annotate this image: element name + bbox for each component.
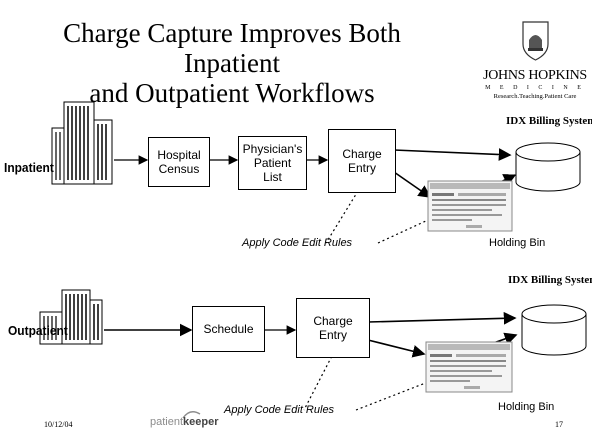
slide-title: Charge Capture Improves Both Inpatient a…	[22, 18, 442, 108]
inpatient-idx-billing-drum	[515, 142, 581, 192]
footer-date: 10/12/04	[44, 420, 73, 429]
logo-medicine: M E D I C I N E	[485, 85, 585, 91]
physicians-patient-list-box: Physician's Patient List	[238, 136, 307, 190]
inpatient-holding-bin-label: Holding Bin	[489, 237, 546, 249]
patientkeeper-logo-prefix: patient	[150, 416, 184, 428]
inpatient-hospital-building-icon	[51, 101, 113, 185]
patientkeeper-logo-suffix: keeper	[183, 416, 219, 428]
slide-title-line-3: and Outpatient Workflows	[89, 78, 375, 108]
outpatient-apply-code-edit-rules: Apply Code Edit Rules	[224, 404, 335, 416]
logo-tagline: Research.Teaching.Patient Care	[493, 93, 577, 100]
outpatient-idx-billing-label: IDX Billing System	[508, 274, 592, 286]
patientkeeper-logo-swoosh-icon	[182, 411, 201, 419]
outpatient-hospital-building-icon	[39, 289, 103, 345]
outpatient-holding-bin-label: Holding Bin	[498, 401, 555, 413]
schedule-box: Schedule	[192, 306, 265, 352]
inpatient-holding-bin-screenshot	[427, 180, 513, 232]
logo-name: JOHNS HOPKINS	[483, 68, 587, 83]
johns-hopkins-logo: JOHNS HOPKINS M E D I C I N E Research.T…	[480, 18, 590, 100]
outpatient-idx-billing-drum	[521, 304, 587, 356]
outpatient-charge-entry-box: Charge Entry	[296, 298, 370, 358]
slide-title-line-2: Inpatient	[184, 48, 280, 78]
footer-page-number: 17	[555, 420, 563, 429]
inpatient-label: Inpatient	[4, 160, 54, 175]
outpatient-label: Outpatient	[8, 323, 68, 338]
inpatient-apply-code-edit-rules: Apply Code Edit Rules	[242, 237, 353, 249]
johns-hopkins-shield-icon	[522, 21, 549, 61]
hospital-census-box: Hospital Census	[148, 137, 210, 187]
patientkeeper-logo: patientkeeper	[150, 416, 219, 428]
outpatient-holding-bin-screenshot	[425, 341, 513, 393]
inpatient-charge-entry-box: Charge Entry	[328, 129, 396, 193]
inpatient-idx-billing-label: IDX Billing System	[506, 115, 592, 127]
slide-title-line-1: Charge Capture Improves Both	[63, 18, 401, 48]
